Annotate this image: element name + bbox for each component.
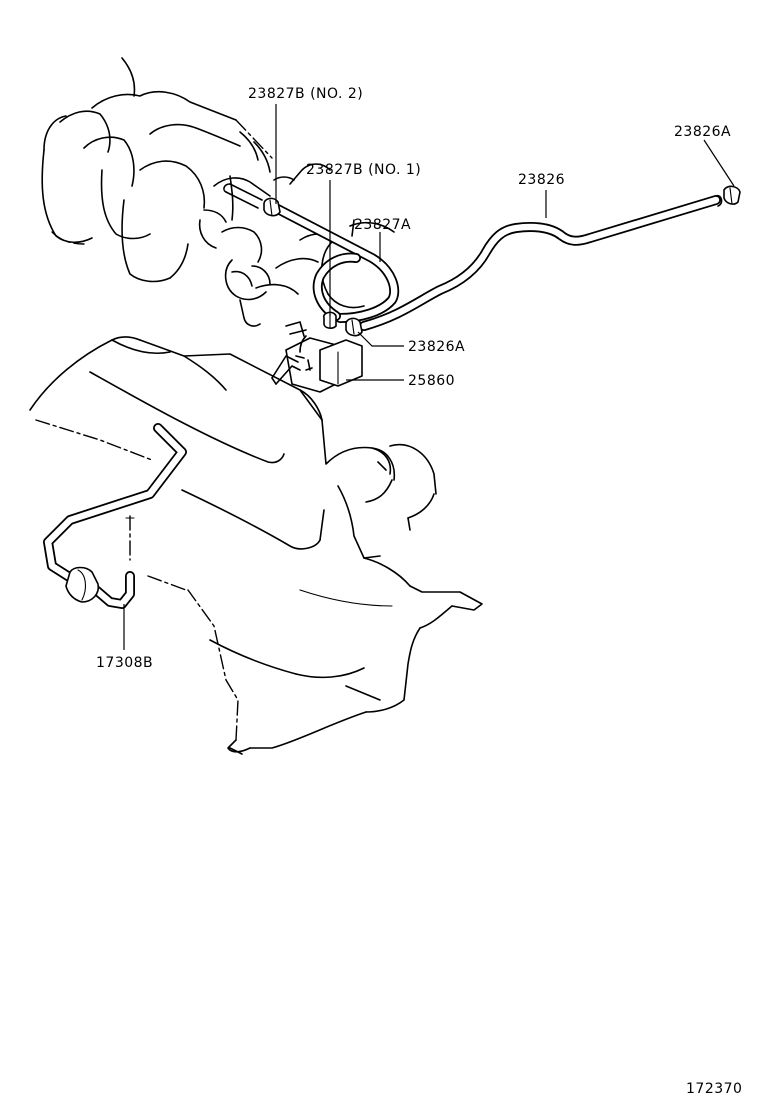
callout-23826a-upper: 23826A xyxy=(674,124,731,140)
callout-23826: 23826 xyxy=(518,172,565,188)
clamp-23826a-lower xyxy=(345,317,363,337)
vacuum-hose-23826 xyxy=(359,194,723,331)
intake-manifold-outline xyxy=(41,57,395,327)
bypass-hose-17308b xyxy=(43,423,187,609)
callout-23826a-lower: 23826A xyxy=(408,339,465,355)
callout-25860: 25860 xyxy=(408,373,455,389)
callout-23827b-no1: 23827B (NO. 1) xyxy=(306,162,421,178)
callout-23827a: 23827A xyxy=(354,217,411,233)
clamp-23827b-no1 xyxy=(323,311,337,329)
clamp-23827b-no2 xyxy=(263,197,281,217)
callout-17308b: 17308B xyxy=(96,655,153,671)
clamp-23826a-upper xyxy=(723,185,741,205)
loop-hose-23827a xyxy=(267,201,400,323)
callout-23827b-no2: 23827B (NO. 2) xyxy=(248,86,363,102)
engine-block-outline xyxy=(29,336,483,755)
vsv-25860 xyxy=(271,321,363,393)
figure-number: 172370 xyxy=(686,1081,742,1097)
leader-lines xyxy=(123,104,735,650)
